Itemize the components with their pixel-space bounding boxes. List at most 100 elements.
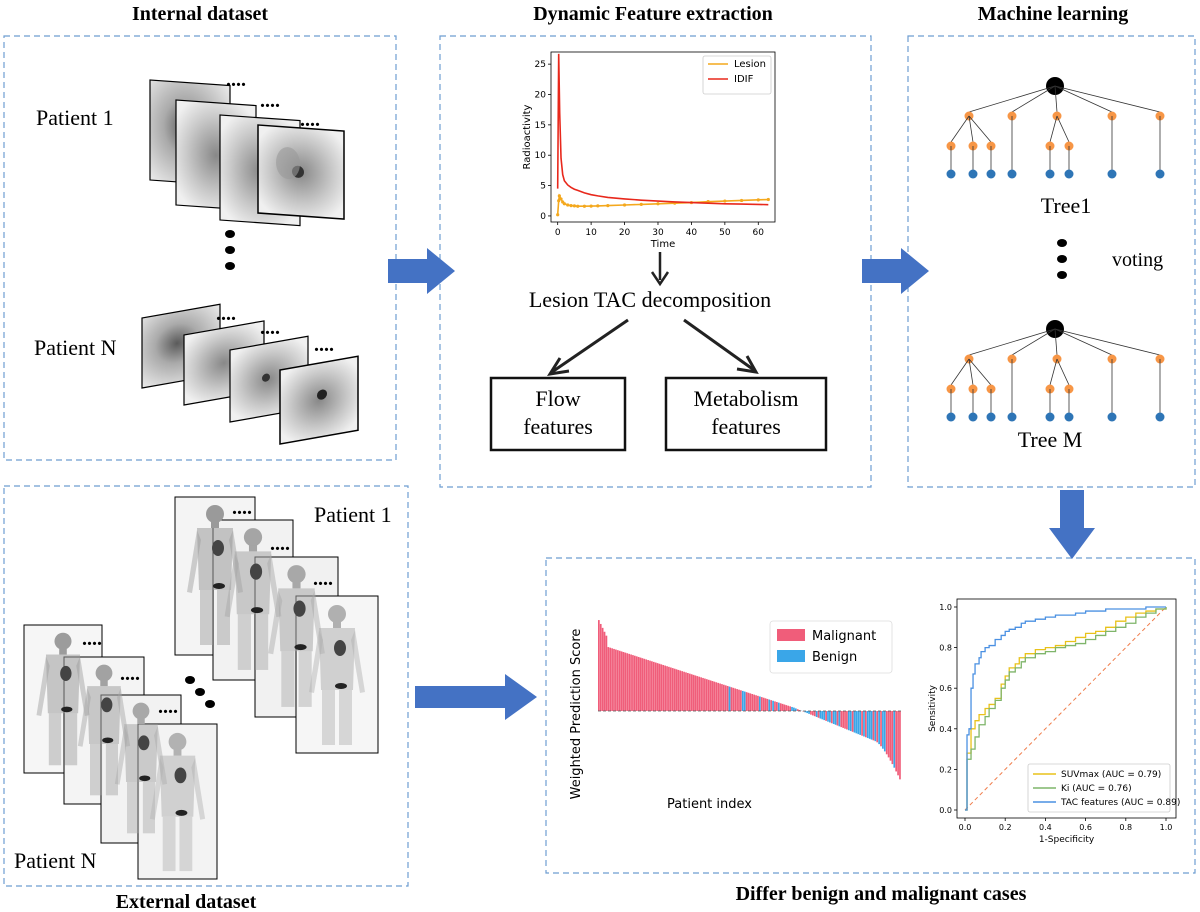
extn-body-a-right-arm bbox=[76, 656, 90, 717]
roc-ytick-label-0: 0.0 bbox=[939, 806, 952, 815]
tree1-label: Tree1 bbox=[1041, 193, 1092, 218]
panel-differ bbox=[545, 557, 1196, 874]
bar-1 bbox=[599, 623, 602, 711]
bar-18 bbox=[632, 655, 634, 711]
ext1-body-d-neck bbox=[333, 622, 341, 628]
arrow-internal-to-dynamic bbox=[388, 248, 455, 294]
ext1-body-c-torso bbox=[278, 588, 315, 652]
bar-130 bbox=[844, 711, 846, 729]
ext1-body-d-left-leg bbox=[322, 690, 335, 745]
bar-131 bbox=[846, 711, 848, 730]
tree1-leaf-direct-3 bbox=[1107, 169, 1117, 179]
bar-142 bbox=[866, 711, 869, 739]
roc-ytick-label-1: 0.2 bbox=[939, 765, 952, 774]
tac-lesion-point-16 bbox=[656, 202, 660, 206]
bar-27 bbox=[649, 660, 651, 711]
bar-8 bbox=[613, 648, 615, 711]
roc-xtick-label-0: 0.0 bbox=[959, 823, 972, 832]
bar-70 bbox=[730, 687, 733, 711]
ext1-body-a bbox=[187, 505, 243, 645]
extn-body-c-head bbox=[132, 702, 150, 720]
flow-features-box bbox=[489, 376, 627, 452]
tree1-edge-l1-1 bbox=[1011, 85, 1056, 113]
ext1-body-c-left-leg bbox=[281, 651, 295, 707]
roc-xtick-label-4: 0.8 bbox=[1119, 823, 1132, 832]
extn-body-c-bladder bbox=[139, 775, 151, 782]
bar-145 bbox=[872, 711, 875, 741]
bar-25 bbox=[645, 659, 648, 711]
extn-body-d-bladder bbox=[175, 809, 188, 816]
bar-13 bbox=[622, 652, 625, 711]
external-patient-n-label: Patient N bbox=[14, 848, 97, 873]
tree1-leaf-1-1 bbox=[1064, 169, 1074, 179]
bar-80 bbox=[749, 693, 752, 711]
header-dynamic-feature-extraction: Dynamic Feature extraction bbox=[533, 3, 773, 25]
bar-113 bbox=[811, 711, 814, 716]
roc-ylabel: Sensitivity bbox=[928, 684, 938, 732]
tree1-leaf-direct-1 bbox=[1007, 169, 1017, 179]
ext1-body-c-heart bbox=[293, 600, 306, 617]
tac-lesion-point-21 bbox=[739, 198, 744, 203]
treeM-edge-l1-4 bbox=[1054, 328, 1161, 356]
bar-0 bbox=[598, 620, 600, 711]
extn-body-d-torso bbox=[159, 755, 196, 817]
treeM-edge-l1-3 bbox=[1054, 328, 1113, 356]
bar-62 bbox=[715, 682, 718, 711]
bar-44 bbox=[681, 671, 684, 711]
bar-ylabel: Weighted Prediction Score bbox=[569, 629, 584, 800]
bar-45 bbox=[683, 671, 685, 711]
roc-xtick-label-3: 0.6 bbox=[1079, 823, 1092, 832]
bar-30 bbox=[654, 662, 657, 711]
bar-125 bbox=[834, 711, 837, 725]
tac-lesion-point-0 bbox=[556, 213, 560, 217]
arrow-dynamic-to-ml bbox=[862, 248, 929, 294]
flow-features-line1: Flow bbox=[535, 386, 580, 411]
external-dots-5: .... bbox=[120, 663, 140, 685]
bar-137 bbox=[857, 711, 860, 735]
tac-lesion-point-5 bbox=[562, 202, 566, 206]
ext1-body-c-right-leg bbox=[298, 651, 312, 707]
ext1-body-d-right-leg bbox=[339, 690, 352, 745]
tac-lesion-point-3 bbox=[559, 197, 563, 201]
bar-144 bbox=[870, 711, 873, 740]
ext1-body-b-right-leg bbox=[255, 614, 269, 670]
ext1-body-a-left-arm bbox=[187, 530, 201, 593]
extn-body-d-heart bbox=[174, 767, 187, 784]
ext1-body-b bbox=[224, 528, 282, 670]
tree1-leaf-0-1 bbox=[968, 169, 978, 179]
bar-32 bbox=[658, 663, 661, 711]
bar-110 bbox=[806, 711, 809, 714]
bar-6 bbox=[609, 647, 612, 711]
tac-lesion-point-10 bbox=[582, 204, 587, 208]
bar-153 bbox=[887, 711, 890, 758]
bar-103 bbox=[793, 707, 795, 711]
tree1-edge-l1-3 bbox=[1054, 85, 1113, 113]
bar-72 bbox=[734, 688, 737, 711]
tac-lesion-point-13 bbox=[606, 204, 610, 208]
bar-20 bbox=[635, 656, 638, 711]
ext1-body-c-neck bbox=[292, 582, 301, 589]
extn-body-d bbox=[149, 732, 206, 872]
bar-79 bbox=[747, 692, 750, 711]
roc-legend-label-1: Ki (AUC = 0.76) bbox=[1061, 784, 1132, 794]
decision-tree-m bbox=[946, 320, 1165, 422]
bar-86 bbox=[760, 697, 763, 711]
tac-lesion-point-8 bbox=[572, 204, 577, 208]
treeM-edge-l2-0-0 bbox=[950, 358, 970, 386]
bar-74 bbox=[738, 689, 740, 711]
tac-xlabel: Time bbox=[650, 239, 675, 250]
bar-69 bbox=[728, 686, 731, 711]
bar-54 bbox=[700, 677, 702, 711]
bar-96 bbox=[779, 703, 782, 711]
tree1-edge-l1-2 bbox=[1054, 85, 1058, 113]
bar-55 bbox=[702, 677, 704, 711]
bar-71 bbox=[732, 687, 735, 711]
extn-body-b-torso bbox=[87, 686, 121, 744]
roc-ytick-label-2: 0.4 bbox=[939, 725, 952, 734]
bar-58 bbox=[707, 679, 710, 711]
tac-series-line-idif bbox=[556, 53, 769, 206]
tac-lesion-point-23 bbox=[766, 197, 770, 202]
internal-vertical-ellipsis bbox=[225, 230, 235, 270]
bar-158 bbox=[897, 711, 899, 776]
extn-body-b-neck bbox=[100, 680, 108, 687]
